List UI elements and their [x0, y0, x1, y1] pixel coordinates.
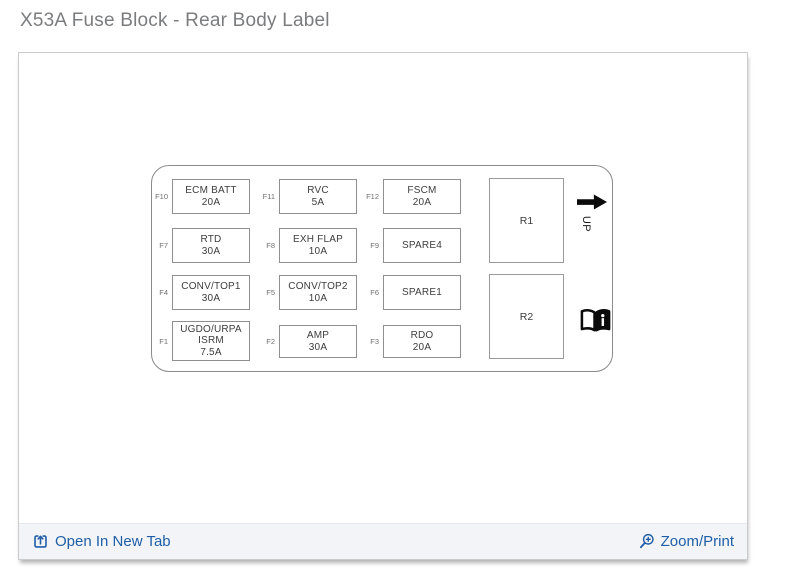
fuse-f2: F2 AMP 30A: [259, 325, 361, 358]
fuse-f12: F12 FSCM 20A: [363, 179, 465, 214]
fuse-box: SPARE4: [383, 228, 461, 263]
fuse-f6: F6 SPARE1: [363, 275, 465, 310]
fuse-position-label: F9: [370, 241, 379, 250]
fuse-box: RTD 30A: [172, 228, 250, 263]
fuse-position-label: F2: [266, 337, 275, 346]
fuse-block-outline: F10 ECM BATT 20A F11 RVC 5A F12 FSCM 20A: [151, 165, 613, 372]
relay-r2: R2: [489, 274, 564, 359]
fuse-box: AMP 30A: [279, 325, 357, 358]
fuse-amp: 20A: [201, 196, 221, 208]
fuse-f11: F11 RVC 5A: [259, 179, 361, 214]
fuse-name: SPARE1: [402, 286, 442, 298]
fuse-name: EXH FLAP: [293, 234, 343, 245]
diagram-panel: F10 ECM BATT 20A F11 RVC 5A F12 FSCM 20A: [18, 52, 748, 560]
fuse-name: RTD: [200, 234, 222, 245]
fuse-position-label: F3: [370, 337, 379, 346]
page-title: X53A Fuse Block - Rear Body Label: [20, 10, 330, 31]
fuse-box: FSCM 20A: [383, 179, 461, 214]
open-in-new-tab-icon: [34, 535, 47, 548]
diagram-viewport: F10 ECM BATT 20A F11 RVC 5A F12 FSCM 20A: [19, 53, 747, 523]
fuse-position-label: F10: [155, 192, 168, 201]
fuse-f4: F4 CONV/TOP1 30A: [152, 275, 254, 310]
up-orientation-label: UP: [580, 215, 592, 233]
footer-bar: Open In New Tab Zoom/Print: [19, 523, 747, 559]
fuse-box: SPARE1: [383, 275, 461, 310]
fuse-position-label: F6: [370, 288, 379, 297]
fuse-amp: 20A: [412, 196, 432, 208]
fuse-amp: 20A: [412, 341, 432, 353]
fuse-amp: 7.5A: [200, 346, 222, 358]
fuse-name: AMP: [306, 330, 330, 341]
fuse-amp: 10A: [308, 292, 328, 304]
fuse-name: ECM BATT: [185, 185, 237, 196]
fuse-amp: 30A: [308, 341, 328, 353]
fuse-name: ISRM: [198, 335, 224, 347]
fuse-f10: F10 ECM BATT 20A: [152, 179, 254, 214]
fuse-f8: F8 EXH FLAP 10A: [259, 228, 361, 263]
fuse-box: EXH FLAP 10A: [279, 228, 357, 263]
fuse-box: RDO 20A: [383, 325, 461, 358]
fuse-name: SPARE4: [402, 239, 442, 251]
fuse-position-label: F11: [262, 192, 275, 201]
up-arrow-icon: [577, 194, 607, 210]
relay-r1: R1: [489, 178, 564, 263]
zoom-print-link[interactable]: Zoom/Print: [637, 533, 734, 551]
fuse-name: RVC: [307, 185, 329, 196]
relay-label: R1: [519, 214, 534, 227]
fuse-name: RDO: [410, 330, 434, 341]
fuse-name: FSCM: [407, 185, 437, 196]
fuse-name: CONV/TOP1: [181, 281, 241, 292]
fuse-position-label: F12: [366, 192, 379, 201]
fuse-position-label: F7: [159, 241, 168, 250]
fuse-amp: 5A: [311, 196, 325, 208]
fuse-box: CONV/TOP1 30A: [172, 275, 250, 310]
fuse-position-label: F4: [159, 288, 168, 297]
fuse-amp: 30A: [201, 245, 221, 257]
fuse-f1: F1 UGDO/URPA ISRM 7.5A: [152, 321, 254, 361]
fuse-amp: 30A: [201, 292, 221, 304]
fuse-position-label: F1: [159, 336, 168, 346]
zoom-print-label: Zoom/Print: [660, 533, 734, 550]
fuse-f5: F5 CONV/TOP2 10A: [259, 275, 361, 310]
zoom-in-icon: [639, 533, 654, 548]
fuse-box: ECM BATT 20A: [172, 179, 250, 214]
relay-label: R2: [519, 310, 534, 323]
fuse-f7: F7 RTD 30A: [152, 228, 254, 263]
fuse-box: RVC 5A: [279, 179, 357, 214]
fuse-name: UGDO/URPA: [180, 323, 242, 335]
fuse-f9: F9 SPARE4: [363, 228, 465, 263]
fuse-f3: F3 RDO 20A: [363, 325, 465, 358]
open-in-new-tab-label: Open In New Tab: [55, 533, 171, 550]
fuse-box: UGDO/URPA ISRM 7.5A: [172, 321, 250, 361]
open-in-new-tab-link[interactable]: Open In New Tab: [32, 533, 171, 550]
fuse-name: CONV/TOP2: [288, 281, 348, 292]
fuse-position-label: F5: [266, 288, 275, 297]
owners-manual-book-icon: [580, 308, 611, 332]
fuse-position-label: F8: [266, 241, 275, 250]
fuse-box: CONV/TOP2 10A: [279, 275, 357, 310]
fuse-amp: 10A: [308, 245, 328, 257]
